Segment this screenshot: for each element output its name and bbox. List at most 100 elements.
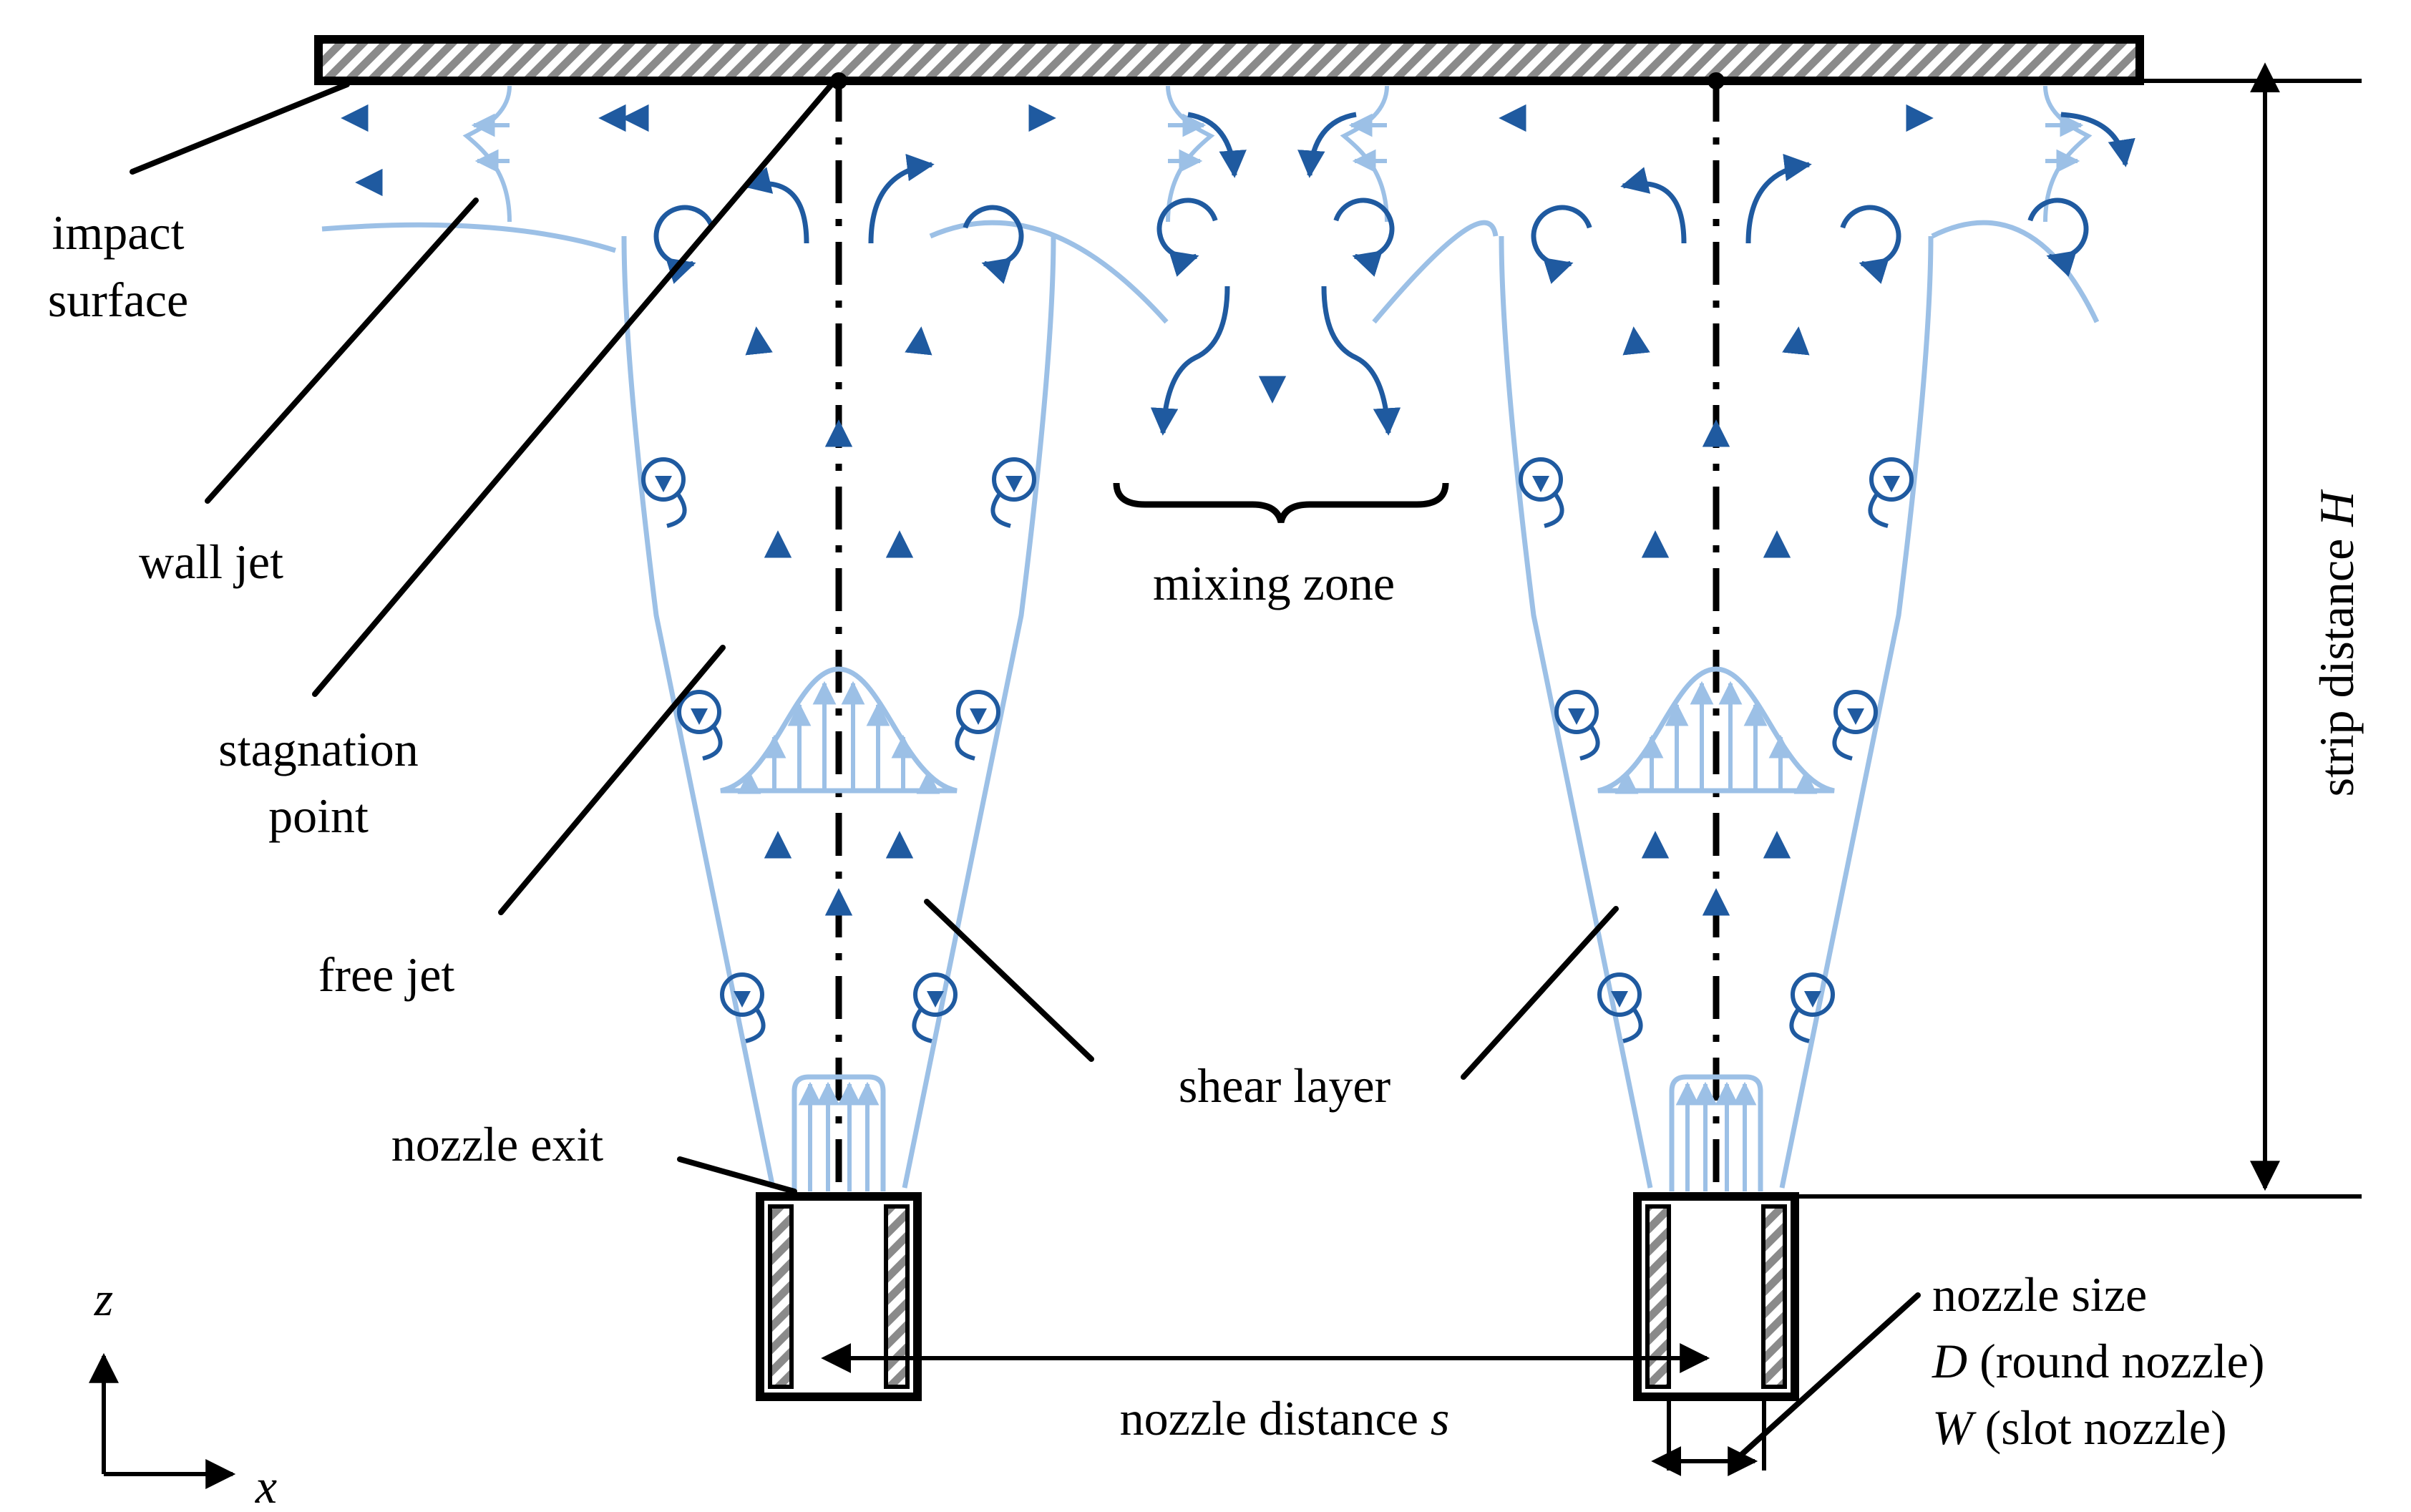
shear-vortex-arrowhead [1804, 991, 1821, 1008]
shear-vortex-arrowhead [734, 991, 751, 1008]
leader-lines [130, 82, 1921, 1466]
wall-jet-boundary-mid-right [1372, 220, 1499, 324]
nozzles [756, 1192, 1799, 1401]
nozzle-exit-label: nozzle exit [391, 1117, 604, 1171]
axis-z-label: z [94, 1272, 113, 1326]
shear-vortex-arrowhead [655, 476, 672, 492]
vortex-icon [1531, 205, 1592, 284]
impact-surface-plate [314, 35, 2362, 85]
strip-distance-label: strip distance H [2309, 489, 2364, 797]
wall-jet-profile-left [1340, 85, 1389, 223]
shear-vortex-tail [1544, 492, 1564, 528]
shear-vortex-tail [745, 1008, 766, 1043]
shear-vortex-icon [1554, 690, 1599, 734]
coordinate-axes [89, 1352, 236, 1489]
wall-jet-boundary-right [1931, 220, 2100, 323]
shear-vortex-arrowhead [1611, 991, 1628, 1008]
shear-vortex-tail [955, 725, 975, 761]
exit-velocity-profile [1669, 1074, 1763, 1191]
nozzle-size-label-line3: W (slot nozzle) [1932, 1400, 2227, 1455]
nozzle-wall-left [768, 1204, 794, 1389]
mixing-zone-label: mixing zone [1153, 556, 1395, 610]
shear-vortex-tail [990, 492, 1011, 528]
shear-vortex-tail [1868, 492, 1889, 528]
shear-vortex-arrowhead [1568, 708, 1585, 725]
shear-vortex-arrowhead [970, 708, 987, 725]
jet-boundary-left [621, 235, 776, 1189]
wall-jet-label: wall jet [139, 535, 283, 589]
free-jet-label: free jet [318, 947, 455, 1002]
flow-curve-arrow [1187, 112, 1247, 178]
flow-curve-arrow [743, 167, 809, 244]
shear-vortex-tail [1622, 1008, 1643, 1043]
vortex-icon [653, 205, 715, 284]
flow-curve-arrow [1321, 286, 1401, 436]
flow-arrow [745, 326, 773, 356]
shear-vortex-icon [913, 972, 958, 1017]
shear-vortex-tail [1579, 725, 1600, 761]
nozzle-size-dimension [1651, 1399, 1766, 1476]
wall-jet-profile-right [1166, 85, 1215, 223]
flow-arrow [1782, 326, 1810, 356]
stagnation-point-label-line2: point [268, 789, 369, 843]
shear-vortex-arrowhead [1883, 476, 1900, 492]
mixing-zone-brace [1113, 482, 1449, 524]
nozzle-size-label-line2: D (round nozzle) [1932, 1334, 2264, 1388]
vortex-icon [1156, 197, 1218, 277]
nozzle-distance-label: nozzle distance s [1120, 1391, 1450, 1445]
jet-boundary-right [1779, 235, 1934, 1189]
flow-curve-arrow [1745, 153, 1812, 244]
vortex-icon [2027, 197, 2089, 277]
impact-surface-label-line2: surface [48, 273, 188, 327]
axis-x-label: x [255, 1459, 277, 1508]
flow-curve-arrow [1620, 167, 1687, 244]
vortex-icon [1840, 205, 1901, 284]
shear-vortex-arrowhead [691, 708, 708, 725]
jet-boundaries [321, 220, 2100, 1189]
flow-curve-arrow [868, 153, 935, 244]
vortex-icon [1333, 197, 1395, 277]
shear-vortex-icon [956, 690, 1000, 734]
shear-vortex-tail [702, 725, 723, 761]
nozzle-centerlines [835, 79, 1720, 1392]
shear-vortex-tail [1832, 725, 1853, 761]
nozzle-wall-right [1761, 1204, 1787, 1389]
shear-vortex-tail [912, 1008, 932, 1043]
shear-vortex-icon [1869, 457, 1914, 502]
flow-arrow [1622, 326, 1650, 356]
flow-curve-arrow [1297, 112, 1357, 178]
shear-vortex-icon [1519, 457, 1563, 502]
shear-vortex-icon [1791, 972, 1835, 1017]
shear-vortex-icon [1597, 972, 1642, 1017]
flow-arrows [341, 104, 2135, 916]
shear-vortex-tail [666, 492, 687, 528]
wall-jet-profile-left [462, 85, 512, 223]
shear-layer-label: shear layer [1179, 1058, 1391, 1113]
vortex-icon [963, 205, 1024, 284]
shear-vortex-icon [720, 972, 764, 1017]
jet-boundary-right [902, 235, 1056, 1189]
velocity-profiles [462, 85, 2093, 1191]
flow-curve-arrow [1150, 286, 1230, 436]
shear-vortex-icon [677, 690, 721, 734]
stagnation-point-label-line1: stagnation [218, 722, 419, 776]
shear-vortex-arrowhead [927, 991, 944, 1008]
shear-vortex-arrowhead [1005, 476, 1023, 492]
stagnation-points [830, 72, 1725, 89]
wall-jet-profile-right [2043, 85, 2093, 223]
strip-distance-dimension [1796, 62, 2362, 1199]
nozzle-size-label-line1: nozzle size [1932, 1267, 2147, 1322]
flow-curve-arrow [2060, 112, 2135, 167]
shear-vortex-icon [992, 457, 1036, 502]
wall-jet-boundary-left [321, 222, 617, 253]
shear-vortex-icon [641, 457, 686, 502]
shear-vortex-arrowhead [1847, 708, 1864, 725]
vortices [641, 197, 2089, 1043]
impact-surface-label-line1: impact [52, 205, 184, 260]
jet-boundary-left [1499, 235, 1653, 1189]
exit-velocity-profile [792, 1074, 886, 1191]
shear-vortex-tail [1789, 1008, 1810, 1043]
shear-vortex-icon [1833, 690, 1878, 734]
